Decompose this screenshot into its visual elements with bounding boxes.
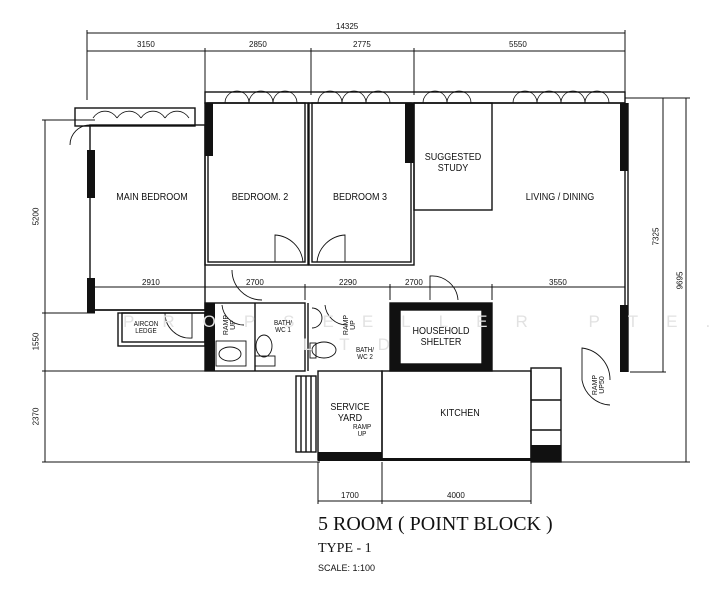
window-arcs (92, 90, 610, 119)
dimension-mid-4: 2700 (405, 278, 423, 287)
dimension-right-1: 7325 (651, 227, 661, 246)
dimension-top-4: 5550 (509, 40, 527, 49)
dimension-top-3: 2775 (353, 40, 371, 49)
room-label-aircon-ledge: AIRCON LEDGE (133, 321, 159, 335)
dimension-top-total: 14325 (336, 22, 359, 31)
door-swings (69, 124, 611, 406)
dimension-mid-5: 3550 (549, 278, 567, 287)
dimension-bottom-1: 1700 (341, 491, 359, 500)
fixtures (215, 307, 337, 367)
room-label-bath-wc-1: BATH/ WC 1 (273, 320, 293, 334)
dimension-left-2: 1550 (31, 332, 41, 351)
room-label-main-bedroom: MAIN BEDROOM (116, 192, 188, 203)
dimension-bottom-2: 4000 (447, 491, 465, 500)
annotation-ramp-up-yard: RAMP UP (353, 424, 372, 438)
plan-title: 5 ROOM ( POINT BLOCK ) (318, 513, 553, 535)
annotation-ramp-up50: RAMP UP50 (592, 374, 606, 396)
dimension-right-2: 9695 (675, 271, 685, 290)
plan-scale: SCALE: 1:100 (318, 563, 376, 573)
top-dimension-lines (86, 30, 626, 100)
watermark-line-1: PROPSEELLER PTE. (123, 312, 728, 331)
room-label-service-yard: SERVICE YARD (330, 402, 370, 424)
dimension-left-1: 5200 (31, 207, 41, 226)
watermark-line-2: LTD (303, 335, 418, 354)
dimension-mid-2: 2700 (246, 278, 264, 287)
left-dimension-lines (42, 119, 320, 463)
room-label-bedroom-2: BEDROOM. 2 (231, 192, 289, 203)
annotation-ramp-up-bath1: RAMP UP (223, 314, 237, 336)
middle-dimension-line (95, 284, 625, 300)
plan-type: TYPE - 1 (318, 541, 372, 556)
annotation-ramp-up-bath2: RAMP UP (343, 314, 357, 336)
dimension-top-2: 2850 (249, 40, 267, 49)
dimension-mid-1: 2910 (142, 278, 160, 287)
dimension-top-1: 3150 (137, 40, 155, 49)
right-dimension-lines (560, 97, 690, 463)
solid-walls (87, 103, 628, 462)
dimension-mid-3: 2290 (339, 278, 357, 287)
bottom-dimension-line (317, 462, 532, 504)
room-label-bath-wc-2: BATH/ WC 2 (355, 347, 375, 361)
room-label-household-shelter: HOUSEHOLD SHELTER (412, 326, 470, 348)
room-label-living-dining: LIVING / DINING (525, 192, 595, 203)
dimension-left-3: 2370 (31, 407, 41, 426)
room-label-bedroom-3: BEDROOM 3 (332, 192, 387, 203)
room-label-suggested-study: SUGGESTED STUDY (424, 152, 482, 174)
room-label-kitchen: KITCHEN (440, 408, 480, 419)
